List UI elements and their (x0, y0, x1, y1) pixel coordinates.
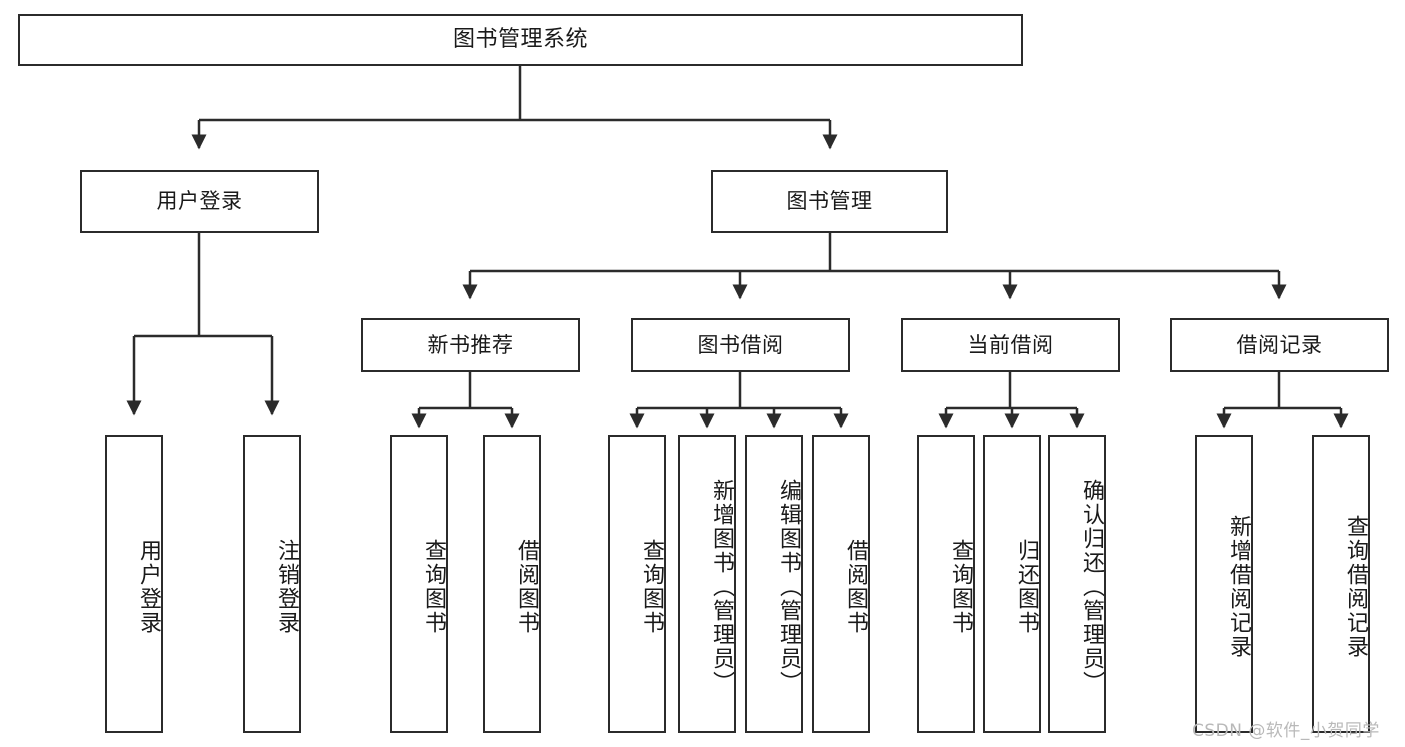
csdn-watermark: CSDN @软件_小贺同学 (1192, 721, 1380, 741)
node-book-manage-label: 图书管理 (786, 189, 873, 214)
node-leaf-query-book-3[interactable]: 查询图书 (917, 435, 975, 733)
node-leaf-query-book-1-label: 查询图书 (421, 539, 446, 635)
node-leaf-edit-book-label: 编辑图书（管理员） (776, 479, 801, 695)
node-root[interactable]: 图书管理系统 (18, 14, 1023, 66)
edge-group (126, 66, 1349, 429)
node-leaf-edit-book[interactable]: 编辑图书（管理员） (745, 435, 803, 733)
node-leaf-add-record[interactable]: 新增借阅记录 (1195, 435, 1253, 733)
node-leaf-confirm-return[interactable]: 确认归还（管理员） (1048, 435, 1106, 733)
node-leaf-query-record[interactable]: 查询借阅记录 (1312, 435, 1370, 733)
node-leaf-borrow-book-1[interactable]: 借阅图书 (483, 435, 541, 733)
node-current-loan-label: 当前借阅 (967, 332, 1054, 357)
node-leaf-query-book-3-label: 查询图书 (948, 539, 973, 635)
node-leaf-borrow-book-2-label: 借阅图书 (843, 539, 868, 635)
node-user-login[interactable]: 用户登录 (80, 170, 319, 233)
node-leaf-add-record-label: 新增借阅记录 (1226, 515, 1251, 659)
node-leaf-add-book[interactable]: 新增图书（管理员） (678, 435, 736, 733)
node-book-manage[interactable]: 图书管理 (711, 170, 948, 233)
node-book-borrow[interactable]: 图书借阅 (631, 318, 850, 372)
node-leaf-user-logout[interactable]: 注销登录 (243, 435, 301, 733)
node-leaf-borrow-book-2[interactable]: 借阅图书 (812, 435, 870, 733)
node-leaf-confirm-return-label: 确认归还（管理员） (1079, 479, 1104, 695)
node-leaf-query-book-2-label: 查询图书 (639, 539, 664, 635)
node-root-label: 图书管理系统 (452, 27, 588, 53)
node-loan-record[interactable]: 借阅记录 (1170, 318, 1389, 372)
node-current-loan[interactable]: 当前借阅 (901, 318, 1120, 372)
node-leaf-query-book-1[interactable]: 查询图书 (390, 435, 448, 733)
node-leaf-user-login-label: 用户登录 (136, 539, 161, 635)
node-leaf-borrow-book-1-label: 借阅图书 (514, 539, 539, 635)
node-new-book-rec-label: 新书推荐 (427, 332, 514, 357)
node-book-borrow-label: 图书借阅 (697, 332, 784, 357)
node-leaf-user-logout-label: 注销登录 (274, 539, 299, 635)
node-leaf-user-login[interactable]: 用户登录 (105, 435, 163, 733)
node-new-book-rec[interactable]: 新书推荐 (361, 318, 580, 372)
node-leaf-return-book-label: 归还图书 (1014, 539, 1039, 635)
node-leaf-add-book-label: 新增图书（管理员） (709, 479, 734, 695)
node-leaf-return-book[interactable]: 归还图书 (983, 435, 1041, 733)
node-leaf-query-record-label: 查询借阅记录 (1343, 515, 1368, 659)
node-loan-record-label: 借阅记录 (1236, 332, 1323, 357)
node-user-login-label: 用户登录 (156, 189, 243, 214)
node-leaf-query-book-2[interactable]: 查询图书 (608, 435, 666, 733)
